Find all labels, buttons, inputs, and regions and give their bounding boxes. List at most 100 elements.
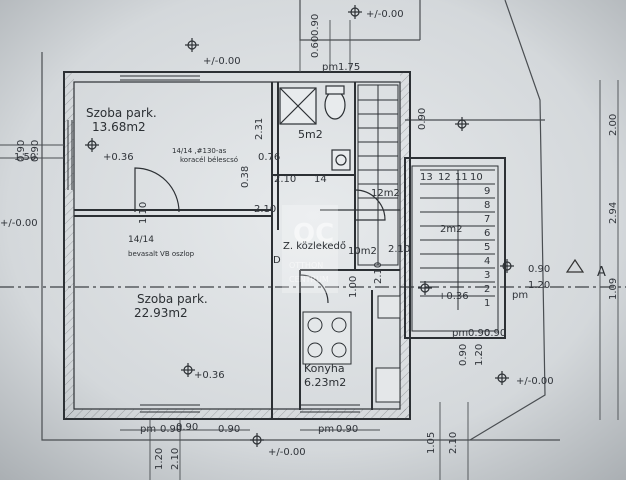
- dim-label: 1.20: [528, 280, 550, 291]
- staircase: [357, 84, 495, 310]
- room2-name: Szoba park.: [137, 292, 208, 306]
- watermark-line1: OTTHON: [289, 261, 323, 270]
- dim-label: 0.90: [336, 424, 358, 435]
- column-note-2: bevasalt VB oszlop: [128, 250, 195, 258]
- room1-area: 13.68m2: [92, 120, 146, 134]
- dim-label: 2.94: [608, 202, 619, 224]
- watermark-logo: OC: [293, 219, 334, 249]
- dim-label: pm: [322, 62, 338, 73]
- step-number: 3: [484, 270, 490, 281]
- dim-label: 0.90: [484, 328, 506, 339]
- fridge: [375, 367, 401, 403]
- dim-label: 1.75: [338, 62, 360, 73]
- step-number: 13: [420, 172, 433, 183]
- dim-label: 0.90: [30, 140, 41, 162]
- dim-label: 0.60: [310, 36, 321, 58]
- dim-label: 0.90: [16, 140, 27, 162]
- watermark-line2: CENTRUM: [289, 275, 329, 284]
- dim-label: 2.00: [608, 114, 619, 136]
- windows: [67, 75, 360, 413]
- level-bottom-mid: +/-0.00: [268, 447, 306, 458]
- bath-area: 5m2: [298, 128, 323, 141]
- annotations: 14/14 ,#130-as koracél bélescsó 14/14 be…: [128, 147, 238, 258]
- dimension-labels: 0.60 0.90 1.75 pm 0.90 0.90 1.50 2.31 0.…: [14, 14, 619, 470]
- pipe-note: 14/14 ,#130-as: [172, 147, 227, 155]
- dim-label: 1.00: [348, 276, 359, 298]
- hall-area: 10m2: [348, 246, 377, 257]
- small-area: 2m2: [440, 224, 462, 235]
- level-stair: +0.36: [438, 291, 469, 302]
- dim-label: pm: [512, 290, 528, 301]
- dim-label: pm: [318, 424, 334, 435]
- dim-label: 2.10: [388, 244, 410, 255]
- step-number: 11: [455, 172, 468, 183]
- room-labels: Szoba park. 13.68m2 Szoba park. 22.93m2 …: [86, 106, 462, 389]
- step-number: 6: [484, 228, 490, 239]
- stair-step-numbers: 13 12 11 10 9 8 7 6 5 4 3 2 1: [420, 172, 490, 309]
- dim-label: 14: [314, 174, 327, 185]
- kitchen-name: Konyha: [304, 362, 345, 375]
- step-number: 9: [484, 186, 490, 197]
- level-room1: +0.36: [103, 152, 134, 163]
- dim-label: 1.05: [426, 432, 437, 454]
- section-label: A: [597, 265, 606, 280]
- dim-label: 1.20: [154, 448, 165, 470]
- dim-label: 1.50: [14, 152, 36, 163]
- wall-hatching: [64, 72, 410, 419]
- dim-label: 0.90: [458, 344, 469, 366]
- interior-walls: [74, 82, 400, 420]
- stair-area: 12m2: [371, 188, 400, 199]
- step-number: 12: [438, 172, 451, 183]
- dim-label: pm: [452, 328, 468, 339]
- section-line: A: [0, 258, 626, 288]
- level-room2: +0.36: [194, 370, 225, 381]
- bathroom-fixtures: [279, 85, 351, 171]
- level-top-left: +/-0.00: [203, 56, 241, 67]
- kitchen-fixtures: [302, 295, 401, 403]
- hall-label: Z. közlekedő: [283, 240, 346, 252]
- dim-label: 0.90: [218, 424, 240, 435]
- dimension-lines: [0, 20, 619, 480]
- step-number: 2: [484, 284, 490, 295]
- level-labels: +/-0.00 +/-0.00 +/-0.00 +/-0.00 +/-0.00 …: [0, 9, 554, 458]
- step-number: 10: [470, 172, 483, 183]
- dim-label: 2.31: [254, 118, 265, 140]
- column-note: 14/14: [128, 235, 154, 245]
- dim-label: 0.90: [160, 424, 182, 435]
- room1-name: Szoba park.: [86, 106, 157, 120]
- dim-label: 0.90: [468, 328, 490, 339]
- step-number: 1: [484, 298, 490, 309]
- level-top-right: +/-0.00: [366, 9, 404, 20]
- dim-label: 1.20: [474, 344, 485, 366]
- step-number: 4: [484, 256, 490, 267]
- step-number: 8: [484, 200, 490, 211]
- level-left: +/-0.00: [0, 218, 38, 229]
- step-number: 5: [484, 242, 490, 253]
- dim-label: pm: [140, 424, 156, 435]
- kitchen-sink: [377, 295, 401, 319]
- hall-code: D: [273, 255, 281, 266]
- dim-label: 2.10: [274, 174, 296, 185]
- dim-label: 1.10: [138, 202, 149, 224]
- pipe-note-2: koracél bélescsó: [180, 156, 238, 164]
- dim-label: 2.10: [170, 448, 181, 470]
- room2-area: 22.93m2: [134, 306, 188, 320]
- step-number: 7: [484, 214, 490, 225]
- dim-label: 2.10: [448, 432, 459, 454]
- dim-label: 0.90: [417, 108, 428, 130]
- dim-label: 0.90: [176, 422, 198, 433]
- dim-label: 0.90: [528, 264, 550, 275]
- dim-label: 2.10: [373, 262, 384, 284]
- toilet: [324, 90, 346, 120]
- kitchen-area: 6.23m2: [304, 376, 346, 389]
- level-markers: [85, 5, 514, 447]
- dim-label: 0.76: [258, 152, 280, 163]
- dim-label: 0.90: [310, 14, 321, 36]
- level-bottom-right: +/-0.00: [516, 376, 554, 387]
- dim-label: 1.09: [608, 278, 619, 300]
- sink: [331, 149, 351, 171]
- dim-label: 2.10: [254, 204, 276, 215]
